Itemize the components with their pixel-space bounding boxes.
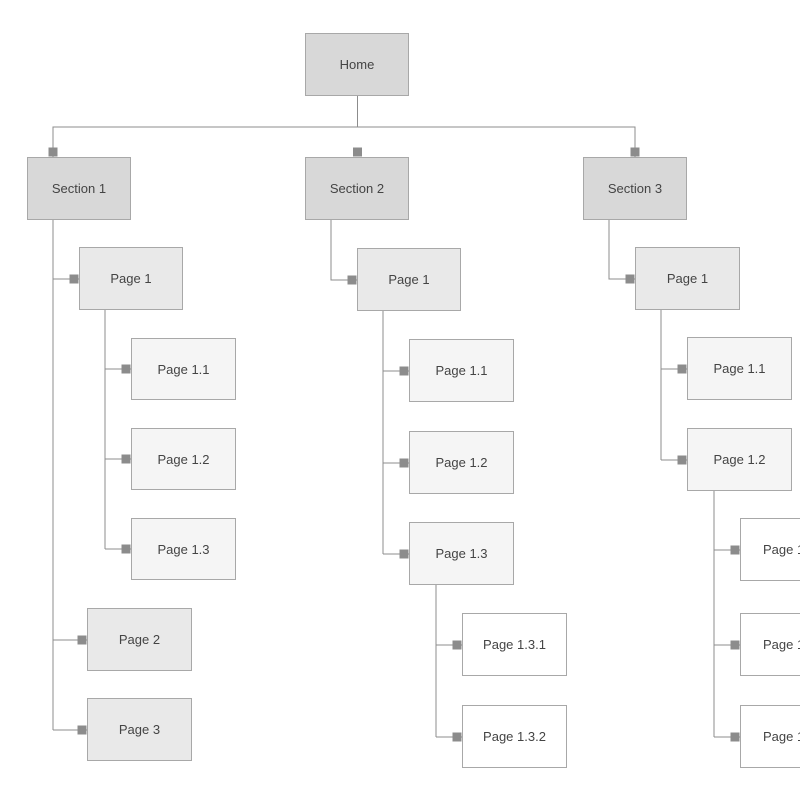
node-s3-page-1-2-child-1[interactable]: Page 1	[740, 518, 800, 581]
node-label: Page 1.1	[157, 361, 210, 377]
node-s1-page-1-2[interactable]: Page 1.2	[131, 428, 236, 490]
node-s1-page-3[interactable]: Page 3	[87, 698, 192, 761]
node-label: Page 2	[118, 632, 161, 647]
node-label: Page 1	[110, 271, 152, 286]
connector-line	[330, 220, 357, 281]
node-s1-page-1[interactable]: Page 1	[79, 247, 183, 310]
node-s2-page-1-3[interactable]: Page 1.3	[409, 522, 514, 585]
connector-marker	[730, 640, 740, 650]
node-label: Page 3	[118, 722, 161, 737]
node-section-1[interactable]: Section 1	[27, 157, 131, 220]
connector-marker	[399, 549, 409, 559]
connector-marker	[730, 545, 740, 555]
connector-marker	[69, 274, 79, 284]
connector-marker	[121, 364, 131, 374]
node-s3-page-1-2-child-2[interactable]: Page 1	[740, 613, 800, 676]
node-label: Page 1.1	[435, 363, 488, 378]
node-s3-page-1[interactable]: Page 1	[635, 247, 740, 310]
connector-line	[52, 126, 636, 157]
connector-marker	[452, 732, 462, 742]
node-s1-page-1-3[interactable]: Page 1.3	[131, 518, 236, 580]
node-section-3[interactable]: Section 3	[583, 157, 687, 220]
node-s1-page-1-1[interactable]: Page 1.1	[131, 338, 236, 400]
connector-marker	[730, 732, 740, 742]
node-s2-page-1-2[interactable]: Page 1.2	[409, 431, 514, 494]
connector-marker	[399, 366, 409, 376]
connector-marker	[677, 364, 687, 374]
connector-marker	[121, 544, 131, 554]
node-label: Page 1.3.1	[483, 637, 546, 652]
node-label: Page 1	[388, 272, 430, 287]
connector-marker	[399, 458, 409, 468]
node-label: Section 2	[329, 181, 385, 196]
node-label: Section 1	[51, 181, 107, 196]
node-s2-page-1-3-2[interactable]: Page 1.3.2	[462, 705, 567, 768]
node-label: Page 1.2	[713, 452, 766, 467]
connector-marker	[121, 454, 131, 464]
node-s1-page-2[interactable]: Page 2	[87, 608, 192, 671]
node-s2-page-1[interactable]: Page 1	[357, 248, 461, 311]
node-s2-page-1-1[interactable]: Page 1.1	[409, 339, 514, 402]
node-label: Home	[339, 57, 375, 72]
node-label: Page 1.3	[435, 546, 488, 561]
connector-marker	[452, 640, 462, 650]
node-label: Page 1.2	[435, 455, 488, 470]
node-section-2[interactable]: Section 2	[305, 157, 409, 220]
node-s3-page-1-2-child-3[interactable]: Page 1	[740, 705, 800, 768]
node-s3-page-1-1[interactable]: Page 1.1	[687, 337, 792, 400]
node-label: Page 1.3	[157, 541, 210, 557]
node-label: Page 1.2	[157, 451, 210, 467]
node-label: Page 1	[666, 271, 709, 286]
node-s3-page-1-2[interactable]: Page 1.2	[687, 428, 792, 491]
node-label: Page 1.3.2	[483, 729, 546, 744]
connector-marker	[77, 635, 87, 645]
connector-marker	[630, 147, 640, 157]
connector-line	[608, 220, 635, 280]
node-label: Page 1.1	[713, 361, 766, 376]
connector-marker-group	[48, 147, 740, 742]
node-label: Page 1	[763, 637, 800, 652]
node-s2-page-1-3-1[interactable]: Page 1.3.1	[462, 613, 567, 676]
connector-marker	[48, 147, 58, 157]
connector-marker	[353, 147, 362, 157]
connector-marker	[77, 725, 87, 735]
connector-marker	[625, 274, 635, 284]
node-home[interactable]: Home	[305, 33, 409, 96]
connector-marker	[347, 275, 357, 285]
node-label: Section 3	[607, 181, 663, 196]
connector-marker	[677, 455, 687, 465]
node-label: Page 1	[763, 542, 800, 557]
node-label: Page 1	[763, 729, 800, 744]
